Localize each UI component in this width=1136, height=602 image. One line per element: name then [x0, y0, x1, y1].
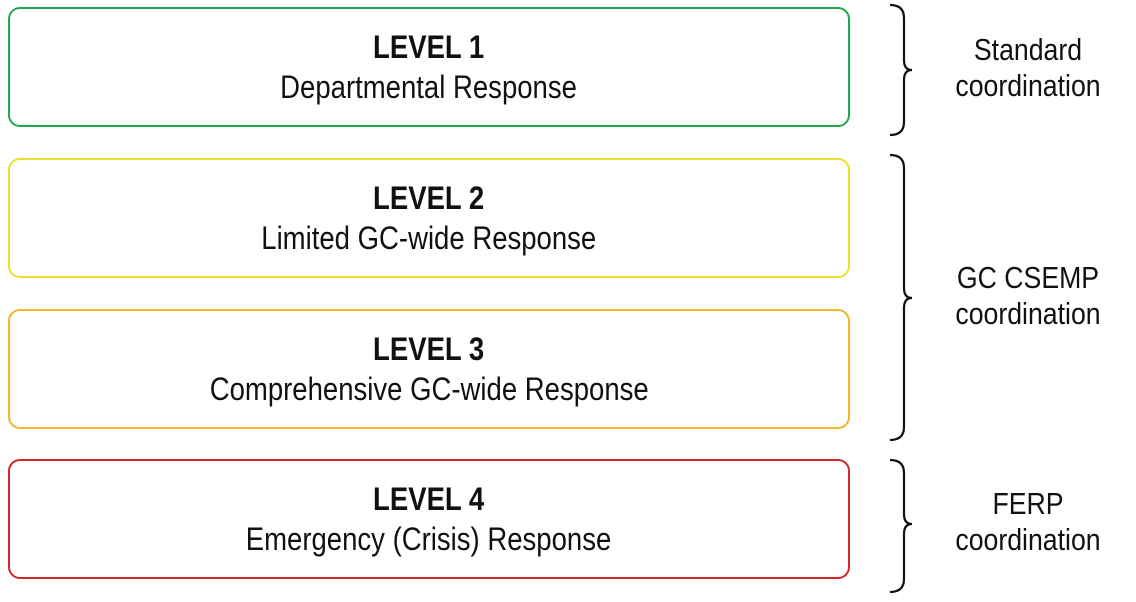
- coordination-label-ferp: FERP coordination: [930, 486, 1126, 558]
- bracket-standard: [889, 3, 913, 137]
- level-3-box: LEVEL 3 Comprehensive GC-wide Response: [8, 309, 850, 429]
- level-1-title: LEVEL 1: [373, 29, 485, 65]
- level-4-description: Emergency (Crisis) Response: [246, 521, 612, 557]
- bracket-ferp: [889, 458, 913, 594]
- coordination-label-line2: coordination: [955, 522, 1101, 557]
- level-1-box: LEVEL 1 Departmental Response: [8, 7, 850, 127]
- coordination-label-line1: Standard: [973, 32, 1083, 67]
- level-2-title: LEVEL 2: [373, 180, 485, 216]
- level-4-box: LEVEL 4 Emergency (Crisis) Response: [8, 459, 850, 579]
- coordination-label-line2: coordination: [955, 296, 1101, 331]
- coordination-label-standard: Standard coordination: [930, 32, 1126, 104]
- level-2-box: LEVEL 2 Limited GC-wide Response: [8, 158, 850, 278]
- coordination-label-line2: coordination: [955, 68, 1101, 103]
- level-4-title: LEVEL 4: [373, 481, 485, 517]
- coordination-label-gc-csemp: GC CSEMP coordination: [930, 260, 1126, 332]
- coordination-label-line1: FERP: [992, 486, 1064, 521]
- level-2-description: Limited GC-wide Response: [261, 220, 597, 256]
- level-3-description: Comprehensive GC-wide Response: [209, 371, 649, 407]
- coordination-label-line1: GC CSEMP: [956, 260, 1100, 295]
- level-1-description: Departmental Response: [280, 69, 578, 105]
- bracket-gc-csemp: [889, 153, 913, 442]
- coordination-brackets: [889, 3, 913, 594]
- level-3-title: LEVEL 3: [373, 331, 485, 367]
